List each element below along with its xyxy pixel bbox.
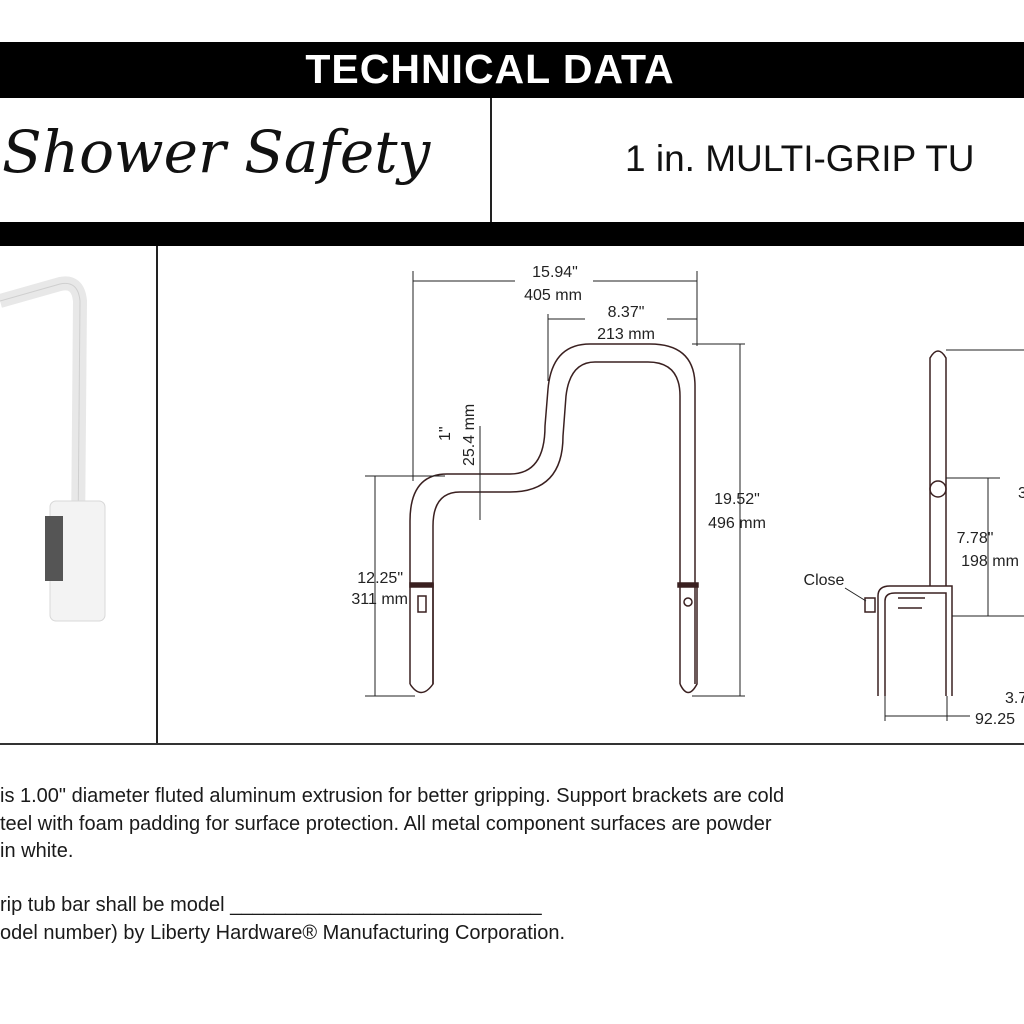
product-photo: [0, 276, 106, 622]
side-height-in: 7.78": [957, 530, 994, 547]
product-title: 1 in. MULTI-GRIP TU: [625, 138, 975, 179]
description-line: is 1.00" diameter fluted aluminum extrus…: [0, 785, 785, 807]
banner: TECHNICAL DATA: [0, 42, 1024, 98]
spec-line: odel number) by Liberty Hardware® Manufa…: [0, 921, 566, 944]
side-cut-dimension: 3: [1018, 485, 1024, 502]
height-mm: 496 mm: [708, 515, 766, 532]
panel-bottom-border: [0, 743, 1024, 745]
close-label: Close: [804, 572, 845, 589]
side-height-mm: 198 mm: [961, 553, 1019, 570]
bracket-width-in: 3.7: [1005, 690, 1024, 707]
specification: rip tub bar shall be model _____________…: [0, 892, 565, 947]
front-view: [365, 271, 745, 697]
description-line: teel with foam padding for surface prote…: [0, 812, 772, 835]
overall-width-mm: 405 mm: [524, 287, 582, 304]
top-width-in: 8.37": [608, 304, 645, 321]
banner-title: TECHNICAL DATA: [305, 46, 675, 92]
lower-height-in: 12.25": [357, 570, 403, 587]
panel-divider: [156, 246, 158, 744]
header-divider: [490, 98, 492, 222]
lower-height-mm: 311 mm: [351, 591, 408, 608]
top-width-mm: 213 mm: [597, 326, 655, 343]
overall-width-in: 15.94": [532, 264, 578, 281]
bracket-width-mm: 92.25: [975, 711, 1015, 728]
side-view: [844, 349, 1024, 721]
height-in: 19.52": [714, 491, 760, 508]
offset-in: 1": [437, 426, 454, 441]
section-bar: [0, 222, 1024, 246]
description: is 1.00" diameter fluted aluminum extrus…: [0, 783, 784, 866]
technical-drawing: 15.94" 405 mm 8.37" 213 mm 1" 25.4 mm 19…: [0, 264, 1024, 728]
offset-mm: 25.4 mm: [461, 404, 478, 466]
spec-line: rip tub bar shall be model _____________…: [0, 894, 542, 916]
description-line: in white.: [0, 840, 74, 862]
brand-logo: Shower Safety: [2, 118, 431, 186]
